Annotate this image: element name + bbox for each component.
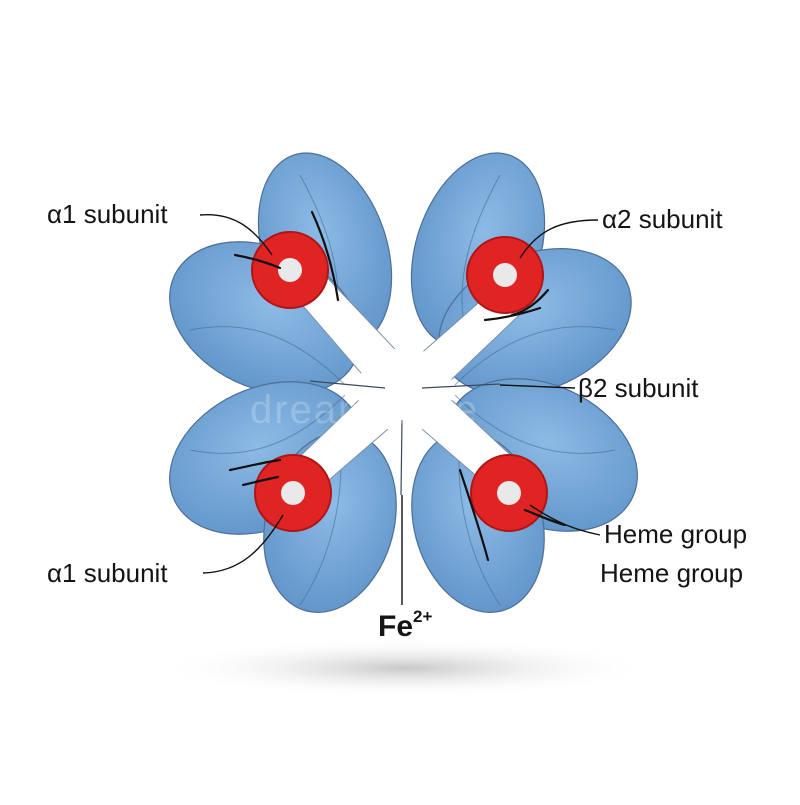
label-beta2: β2 subunit: [578, 373, 699, 403]
floor-shadow: [155, 638, 655, 698]
cavity-line-right: [421, 383, 501, 389]
label-heme-1: Heme group: [604, 519, 748, 549]
iron-charge: 2+: [413, 607, 433, 626]
leader-alpha2: [519, 219, 599, 259]
heme-group-top-left: [251, 231, 329, 309]
label-alpha1-top: α1 subunit: [47, 199, 168, 229]
leader-heme: [529, 504, 601, 536]
iron-symbol: Fe: [378, 610, 414, 643]
heme-group-top-right: [466, 236, 544, 314]
leader-alpha1-bottom: [202, 514, 284, 574]
label-alpha1-bottom: α1 subunit: [47, 558, 168, 588]
cavity-line-left: [309, 380, 386, 389]
leader-lines: [199, 214, 601, 605]
accent-strokes: [228, 210, 567, 562]
heme-group-bottom-left: [254, 454, 332, 532]
label-iron: Fe2+: [378, 608, 432, 643]
leader-beta2: [499, 384, 576, 389]
label-heme-2: Heme group: [600, 558, 744, 588]
watermark-text: dreamstime: [250, 388, 479, 432]
cavity-center: [357, 348, 453, 432]
leader-alpha1-top: [199, 214, 273, 256]
label-alpha2: α2 subunit: [602, 204, 723, 234]
heme-group-bottom-right: [470, 454, 548, 532]
cavity-line-bottom: [400, 419, 403, 496]
